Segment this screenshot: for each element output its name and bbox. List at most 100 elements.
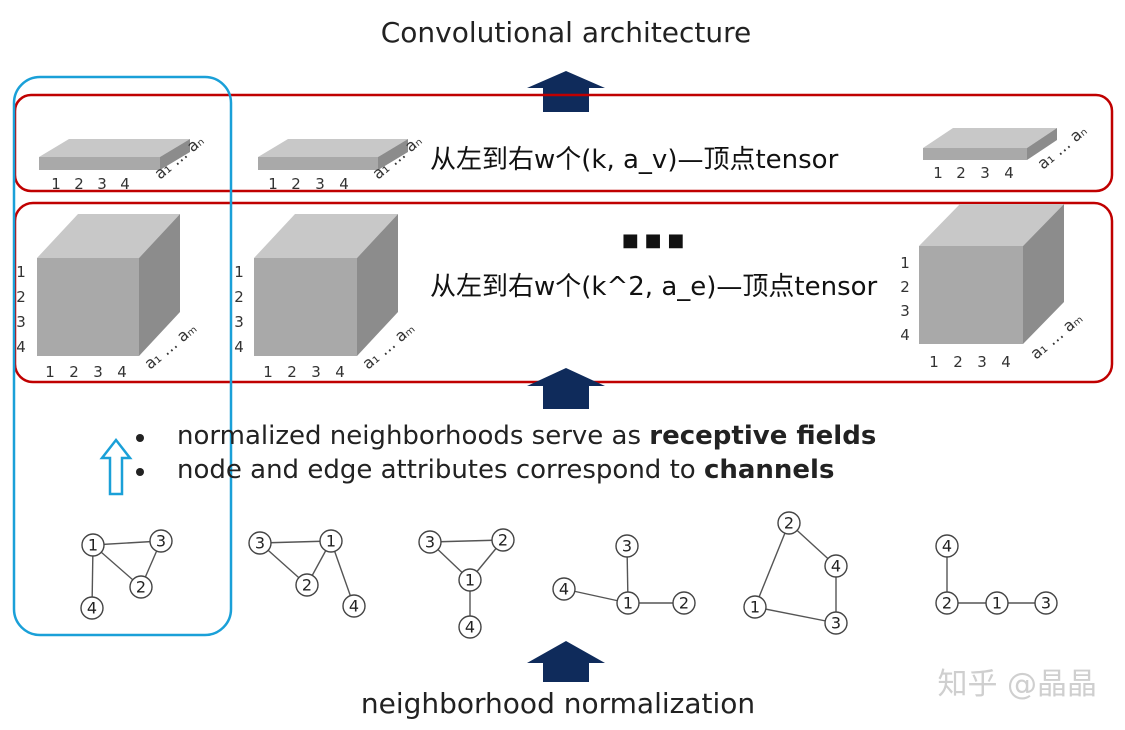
vertex-tensor-slab-2	[258, 139, 408, 170]
edge-height-label: 2	[234, 288, 244, 306]
graph-node-label: 1	[465, 571, 475, 590]
graph-edge	[754, 522, 790, 608]
graph-node-label: 2	[498, 531, 508, 550]
edge-width-label: 3	[977, 353, 987, 371]
graph-node	[935, 591, 959, 615]
graph-node	[743, 595, 767, 619]
arrow-up-bottom	[527, 641, 605, 682]
edge-cube-3-height-labels: 1 2 3 4	[900, 254, 910, 344]
graph-node-label: 4	[942, 537, 952, 556]
edge-width-label: 1	[45, 363, 55, 381]
graph-node	[985, 591, 1009, 615]
edge-height-label: 4	[900, 326, 910, 344]
edge-cube-1-width-labels: 1 2 3 4	[45, 363, 127, 381]
graph-node-label: 4	[831, 557, 841, 576]
edge-height-label: 2	[900, 278, 910, 296]
edge-tensor-cube-3	[919, 204, 1064, 344]
graph-node	[80, 596, 104, 620]
graph-node	[458, 615, 482, 639]
vertex-width-label: 3	[315, 175, 325, 193]
neighborhood-graph-1: 1 3 2 4	[80, 529, 173, 620]
graph-node	[672, 591, 696, 615]
graph-node	[552, 577, 576, 601]
vertex-width-label: 2	[291, 175, 301, 193]
graph-node-label: 4	[87, 599, 97, 618]
bullet-receptive-fields: normalized neighborhoods serve as recept…	[177, 421, 876, 451]
graph-node	[458, 568, 482, 592]
edge-width-label: 3	[311, 363, 321, 381]
vertex-slab-2-width-labels: 1 2 3 4	[268, 175, 349, 193]
vertex-slab-1-width-labels: 1 2 3 4	[51, 175, 130, 193]
edge-height-label: 1	[16, 263, 26, 281]
graph-node	[295, 573, 319, 597]
vertex-width-label: 4	[1004, 164, 1014, 182]
graph-node	[615, 534, 639, 558]
graph-node-label: 1	[750, 598, 760, 617]
graph-node	[491, 528, 515, 552]
edge-width-label: 2	[953, 353, 963, 371]
bullet-dot	[136, 468, 144, 476]
vertex-width-label: 2	[74, 175, 84, 193]
graph-node-label: 4	[559, 580, 569, 599]
graph-node-label: 1	[88, 536, 98, 555]
graph-node	[935, 534, 959, 558]
edge-height-label: 1	[900, 254, 910, 272]
graph-node-label: 1	[623, 594, 633, 613]
bullet-dot	[136, 434, 144, 442]
graph-node-label: 3	[622, 537, 632, 556]
edge-width-label: 2	[287, 363, 297, 381]
graph-node	[616, 591, 640, 615]
bullet-channels: node and edge attributes correspond to c…	[177, 455, 834, 485]
graph-node	[824, 611, 848, 635]
graph-node-label: 3	[255, 534, 265, 553]
vertex-tensor-slab-3	[923, 128, 1057, 160]
edge-cube-1-height-labels: 1 2 3 4	[16, 263, 26, 356]
graph-node-label: 4	[349, 597, 359, 616]
edge-height-label: 1	[234, 263, 244, 281]
graph-node	[418, 530, 442, 554]
graph-node	[777, 511, 801, 535]
edge-cube-2-width-labels: 1 2 3 4	[263, 363, 345, 381]
edge-cube-2-height-labels: 1 2 3 4	[234, 263, 244, 356]
vertex-width-label: 3	[97, 175, 107, 193]
vertex-width-label: 4	[339, 175, 349, 193]
graph-node-label: 2	[136, 578, 146, 597]
graph-node	[319, 529, 343, 553]
graph-node-label: 2	[302, 576, 312, 595]
edge-height-label: 2	[16, 288, 26, 306]
edge-tensor-cube-1	[37, 214, 180, 356]
graph-node-label: 3	[156, 532, 166, 551]
edge-height-label: 3	[16, 313, 26, 331]
hollow-up-arrow	[99, 437, 133, 496]
vertex-width-label: 4	[120, 175, 130, 193]
graph-node-label: 3	[425, 533, 435, 552]
graph-edge	[259, 540, 332, 544]
graph-node-label: 3	[831, 614, 841, 633]
edge-width-label: 2	[69, 363, 79, 381]
graph-node	[129, 575, 153, 599]
watermark-text: 知乎 @晶晶	[937, 667, 1097, 702]
diagram-title: Convolutional architecture	[381, 16, 752, 49]
edge-width-label: 4	[335, 363, 345, 381]
edge-width-label: 1	[263, 363, 273, 381]
graph-node	[824, 554, 848, 578]
edge-width-label: 1	[929, 353, 939, 371]
graph-node	[248, 531, 272, 555]
graph-node	[1034, 591, 1058, 615]
graph-edge	[754, 606, 837, 624]
edge-height-label: 4	[16, 338, 26, 356]
graph-node-label: 2	[942, 594, 952, 613]
graph-node-label: 1	[326, 532, 336, 551]
edge-tensor-cube-2	[254, 214, 398, 356]
vertex-tensor-slab-1	[39, 139, 190, 170]
vertex-width-label: 1	[268, 175, 278, 193]
bottom-label: neighborhood normalization	[361, 687, 755, 720]
edge-height-label: 4	[234, 338, 244, 356]
graph-edge	[429, 539, 504, 543]
vertex-tensor-caption: 从左到右w个(k, a_v)—顶点tensor	[430, 145, 839, 175]
